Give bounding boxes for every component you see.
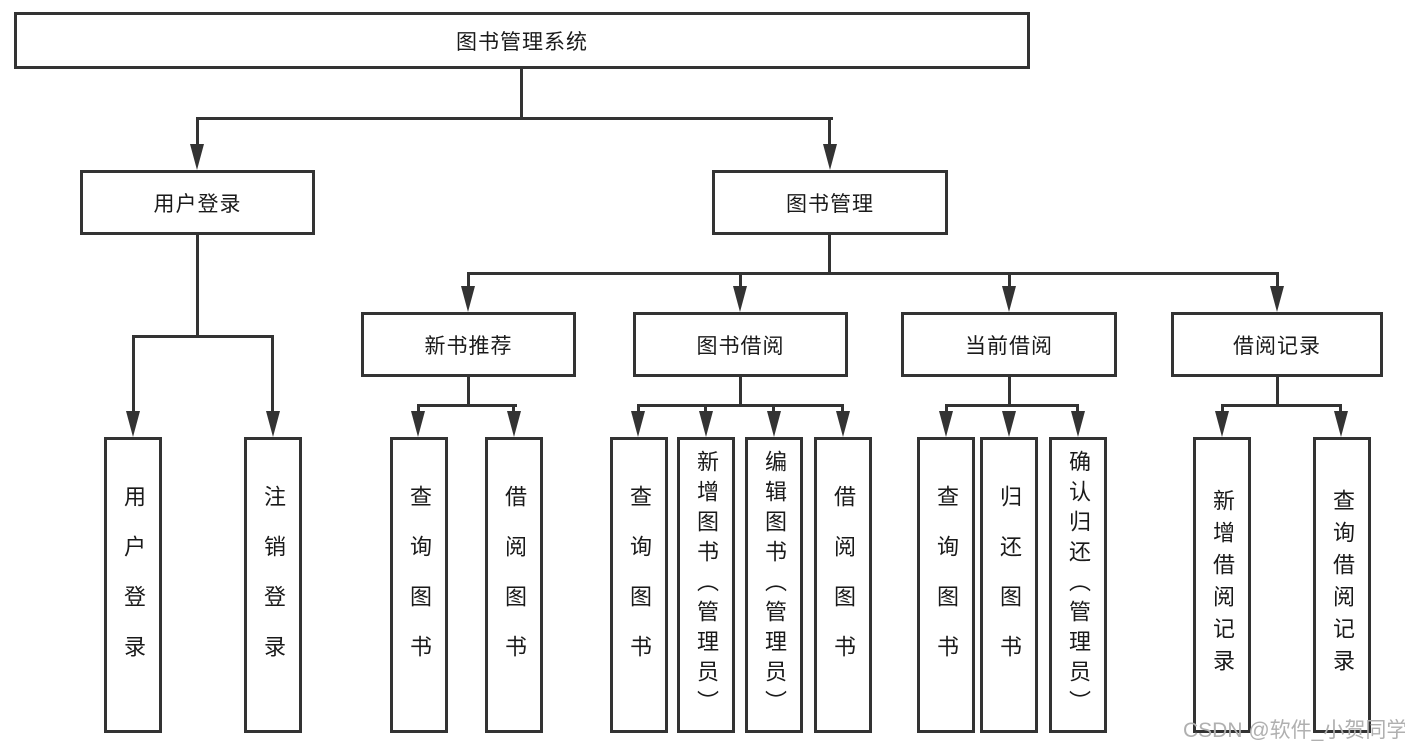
leaf-add-book-admin: 新增图书（管理员） <box>677 437 735 733</box>
arrowhead-down-icon <box>733 286 747 312</box>
leaf-label: 查询图书 <box>407 485 432 685</box>
arrowhead-down-icon <box>461 286 475 312</box>
node-label: 新书推荐 <box>424 334 513 358</box>
connector-line <box>828 235 831 275</box>
connector-line <box>1008 377 1011 407</box>
connector-line <box>467 272 470 290</box>
arrowhead-down-icon <box>1071 411 1085 437</box>
leaf-label: 确认归还（管理员） <box>1066 450 1091 720</box>
arrowhead-down-icon <box>1215 411 1229 437</box>
leaf-add-borrow-record: 新增借阅记录 <box>1193 437 1251 733</box>
leaf-query-borrow-record: 查询借阅记录 <box>1313 437 1371 733</box>
arrowhead-down-icon <box>1002 286 1016 312</box>
node-label: 借阅记录 <box>1233 334 1321 358</box>
connector-line <box>1008 272 1011 290</box>
connector-line <box>637 404 640 416</box>
connector-line <box>828 117 831 150</box>
connector-line <box>520 68 523 119</box>
arrowhead-down-icon <box>1334 411 1348 437</box>
leaf-query-book-recommend: 查询图书 <box>390 437 448 733</box>
leaf-label: 编辑图书（管理员） <box>762 450 787 720</box>
connector-line <box>704 404 707 416</box>
connector-line <box>467 272 1279 275</box>
leaf-confirm-return-admin: 确认归还（管理员） <box>1049 437 1107 733</box>
connector-line <box>132 335 274 338</box>
node-label: 图书管理系统 <box>456 30 588 54</box>
connector-line <box>1339 404 1342 416</box>
arrowhead-down-icon <box>767 411 781 437</box>
connector-line <box>467 377 470 407</box>
leaf-query-book-borrow: 查询图书 <box>610 437 668 733</box>
connector-line <box>841 404 844 416</box>
connector-line <box>945 404 948 416</box>
connector-line <box>637 404 844 407</box>
leaf-borrow-book-recommend: 借阅图书 <box>485 437 543 733</box>
leaf-label: 归还图书 <box>997 485 1022 685</box>
connector-line <box>196 117 199 150</box>
arrowhead-down-icon <box>266 411 280 437</box>
connector-line <box>1076 404 1079 416</box>
arrowhead-down-icon <box>507 411 521 437</box>
connector-line <box>417 404 420 416</box>
leaf-user-login: 用户登录 <box>104 437 162 733</box>
connector-line <box>739 377 742 407</box>
connector-line <box>1276 272 1279 290</box>
leaf-logout: 注销登录 <box>244 437 302 733</box>
leaf-label: 新增图书（管理员） <box>694 450 719 720</box>
connector-line <box>512 404 515 416</box>
node-current-borrow: 当前借阅 <box>901 312 1117 377</box>
node-user-login: 用户登录 <box>80 170 315 235</box>
connector-line <box>1221 404 1224 416</box>
leaf-label: 用户登录 <box>121 485 146 685</box>
node-label: 用户登录 <box>153 192 242 216</box>
connector-line <box>1276 377 1279 407</box>
arrowhead-down-icon <box>411 411 425 437</box>
leaf-borrow-book: 借阅图书 <box>814 437 872 733</box>
node-label: 图书管理 <box>786 192 874 216</box>
leaf-label: 注销登录 <box>261 485 286 685</box>
arrowhead-down-icon <box>939 411 953 437</box>
leaf-label: 查询图书 <box>627 485 652 685</box>
leaf-return-book: 归还图书 <box>980 437 1038 733</box>
node-library-system: 图书管理系统 <box>14 12 1030 69</box>
arrowhead-down-icon <box>1002 411 1016 437</box>
connector-line <box>739 272 742 290</box>
connector-line <box>417 404 517 407</box>
node-label: 当前借阅 <box>965 334 1053 358</box>
arrowhead-down-icon <box>631 411 645 437</box>
connector-line <box>1221 404 1342 407</box>
watermark: CSDN @软件_小贺同学 <box>1183 719 1405 742</box>
connector-line <box>132 335 135 415</box>
leaf-label: 查询借阅记录 <box>1330 489 1355 681</box>
connector-line <box>772 404 775 416</box>
leaf-label: 借阅图书 <box>831 485 856 685</box>
leaf-label: 借阅图书 <box>502 485 527 685</box>
connector-line <box>196 235 199 338</box>
leaf-label: 查询图书 <box>934 485 959 685</box>
node-new-book-recommend: 新书推荐 <box>361 312 576 377</box>
connector-line <box>196 117 833 120</box>
leaf-label: 新增借阅记录 <box>1210 489 1235 681</box>
connector-line <box>271 335 274 415</box>
arrowhead-down-icon <box>836 411 850 437</box>
leaf-query-book-current: 查询图书 <box>917 437 975 733</box>
arrowhead-down-icon <box>190 144 204 170</box>
node-book-borrow: 图书借阅 <box>633 312 848 377</box>
node-borrow-records: 借阅记录 <box>1171 312 1383 377</box>
node-label: 图书借阅 <box>696 334 785 358</box>
arrowhead-down-icon <box>699 411 713 437</box>
arrowhead-down-icon <box>823 144 837 170</box>
arrowhead-down-icon <box>1270 286 1284 312</box>
leaf-edit-book-admin: 编辑图书（管理员） <box>745 437 803 733</box>
arrowhead-down-icon <box>126 411 140 437</box>
connector-line <box>945 404 1079 407</box>
node-book-management: 图书管理 <box>712 170 948 235</box>
